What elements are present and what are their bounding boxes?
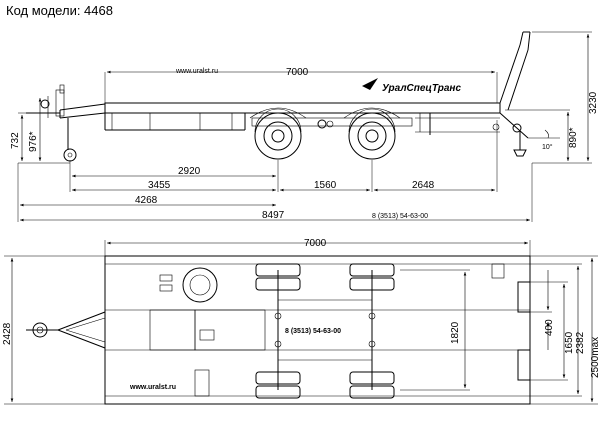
spare-wheel bbox=[182, 267, 218, 303]
side-wheel-2 bbox=[348, 108, 396, 160]
ramp-angle-label: 10° bbox=[542, 143, 553, 151]
brand-name-text: УралСпецТранс bbox=[382, 83, 461, 94]
top-phone-text: 8 (3513) 54-63-00 bbox=[285, 328, 341, 335]
overall-width-label: 2428 bbox=[2, 322, 13, 345]
ramp-width-label: 400 bbox=[544, 319, 555, 336]
axle-1 bbox=[255, 263, 301, 399]
axle-spacing-label: 1560 bbox=[314, 180, 337, 191]
top-coupling-ring bbox=[32, 322, 48, 338]
ramp-spacing-label: 1650 bbox=[564, 331, 575, 354]
platform-height-label: 890* bbox=[568, 127, 579, 148]
ramp bbox=[499, 44, 521, 104]
side-wheel-1 bbox=[254, 108, 302, 160]
side-view: 10° www.uralst.ru УралСпецТранс 7000 323… bbox=[10, 31, 599, 222]
deck-length-label: 7000 bbox=[286, 67, 309, 78]
jockey-wheel bbox=[63, 148, 77, 162]
model-code-label: Код модели: 4468 bbox=[6, 3, 113, 18]
deck-outline bbox=[104, 255, 531, 405]
top-view: 7000 bbox=[2, 238, 600, 405]
front-to-axle-label: 4268 bbox=[135, 195, 158, 206]
axle-2 bbox=[349, 263, 395, 399]
deck-beam bbox=[104, 102, 501, 114]
overall-length-label: 8497 bbox=[262, 210, 285, 221]
hitch-height-alt-label: 976* bbox=[28, 131, 39, 152]
axle1-from-hitch-label: 2920 bbox=[178, 166, 201, 177]
side-website-text: www.uralst.ru bbox=[175, 68, 218, 75]
side-phone-text: 8 (3513) 54-63-00 bbox=[372, 213, 428, 220]
top-deck-length-label: 7000 bbox=[304, 238, 327, 249]
total-height-label: 3230 bbox=[588, 91, 599, 114]
axle2-from-front-label: 3455 bbox=[148, 180, 171, 191]
max-width-label: 2500max bbox=[590, 337, 600, 378]
deck-width-label: 2382 bbox=[575, 331, 586, 354]
top-website-text: www.uralst.ru bbox=[129, 384, 176, 391]
brand-logo-icon bbox=[362, 78, 378, 90]
rear-overhang-label: 2648 bbox=[412, 180, 435, 191]
track-width-label: 1820 bbox=[450, 321, 461, 344]
hitch-height-label: 732 bbox=[10, 132, 21, 149]
